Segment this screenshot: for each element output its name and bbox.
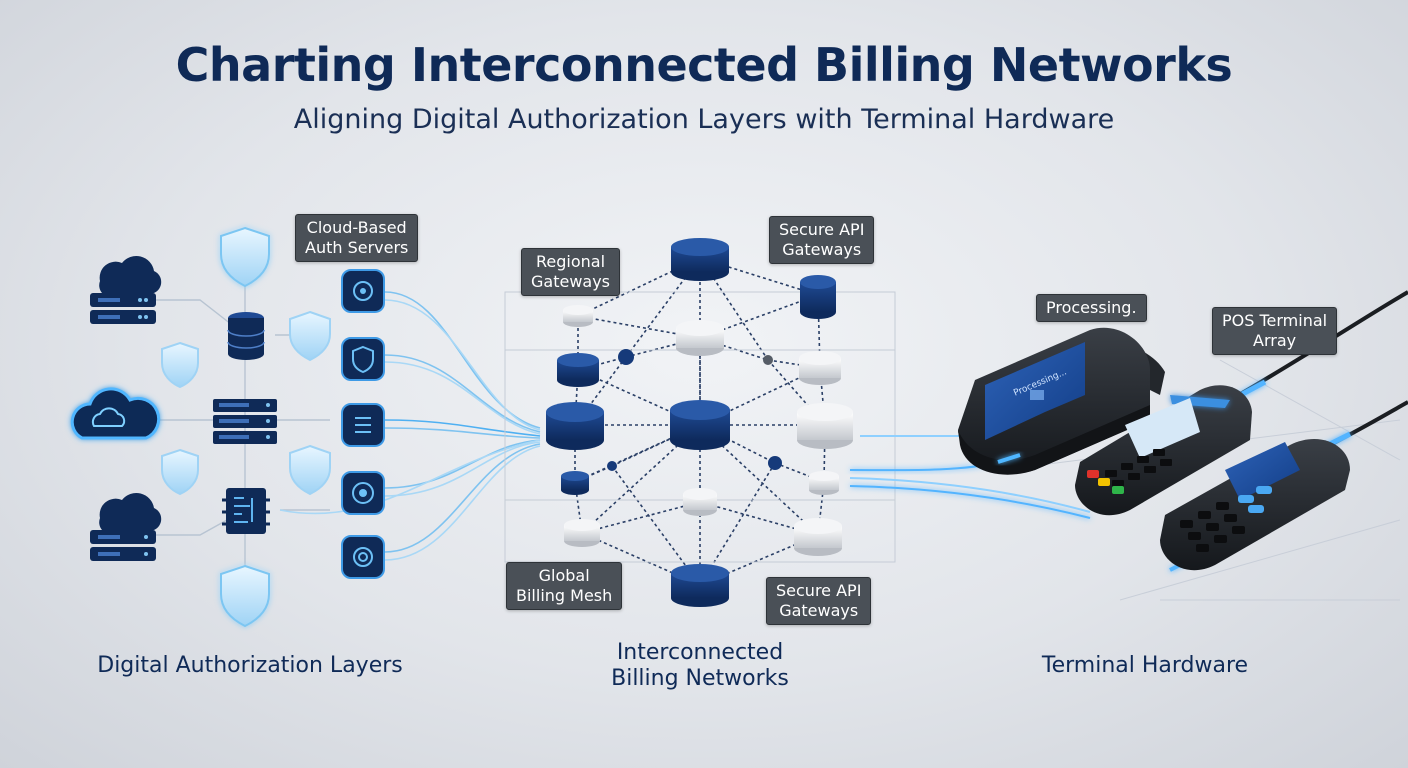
label-cloud-auth-servers: Cloud-Based Auth Servers	[295, 214, 419, 262]
pos-terminal-handheld	[1160, 439, 1350, 571]
server-rack-icon	[213, 399, 277, 444]
node-light-right2	[797, 403, 853, 449]
network-nodes	[546, 238, 853, 607]
node-light-right4	[794, 518, 842, 556]
section-terminal-hardware: Terminal Hardware	[1041, 653, 1249, 678]
node-dark-left2	[546, 402, 604, 450]
page-title: Charting Interconnected Billing Networks	[175, 38, 1233, 92]
label-secure-api-gateways-bottom: Secure API Gateways	[766, 577, 872, 625]
section-digital-authorization-layers: Digital Authorization Layers	[97, 653, 403, 678]
cloud-server-icon-bottom	[90, 492, 162, 561]
label-pos-terminal-array: POS Terminal Array	[1212, 307, 1338, 355]
shield-icon	[161, 226, 331, 628]
node-dark-left1	[557, 353, 599, 387]
node-light-right3	[809, 471, 839, 495]
auth-flow-lines	[279, 291, 541, 561]
label-regional-gateways: Regional Gateways	[521, 248, 621, 296]
node-light-right1	[799, 351, 841, 385]
circuit-board-icon	[222, 488, 270, 534]
node-light-center-top	[676, 320, 724, 356]
page-subtitle: Aligning Digital Authorization Layers wi…	[293, 104, 1115, 135]
label-global-billing-mesh: Global Billing Mesh	[506, 562, 623, 610]
node-dark-center	[670, 400, 730, 450]
terminal-flow-lines	[849, 427, 1091, 519]
cloud-server-icon-top	[90, 255, 162, 324]
auth-chip-icons	[341, 269, 385, 579]
node-dark-top	[671, 238, 729, 281]
node-dark-api	[800, 275, 836, 319]
node-light-regional	[563, 305, 593, 327]
section-middle-line1: Interconnected	[616, 640, 784, 665]
node-light-center-bottom	[683, 488, 717, 516]
node-light-left4	[564, 519, 600, 547]
node-dark-left3	[561, 471, 589, 495]
database-icon	[227, 312, 265, 360]
label-processing: Processing.	[1036, 294, 1147, 322]
section-interconnected-billing-networks: Interconnected Billing Networks	[540, 640, 860, 692]
node-dark-bottom	[671, 564, 729, 607]
pos-terminal-tablet	[958, 327, 1165, 475]
label-secure-api-gateways-top: Secure API Gateways	[769, 216, 875, 264]
section-middle-line2: Billing Networks	[611, 666, 789, 691]
cloud-icon-glowing	[70, 387, 161, 440]
pos-terminal-keypad	[1075, 385, 1252, 516]
